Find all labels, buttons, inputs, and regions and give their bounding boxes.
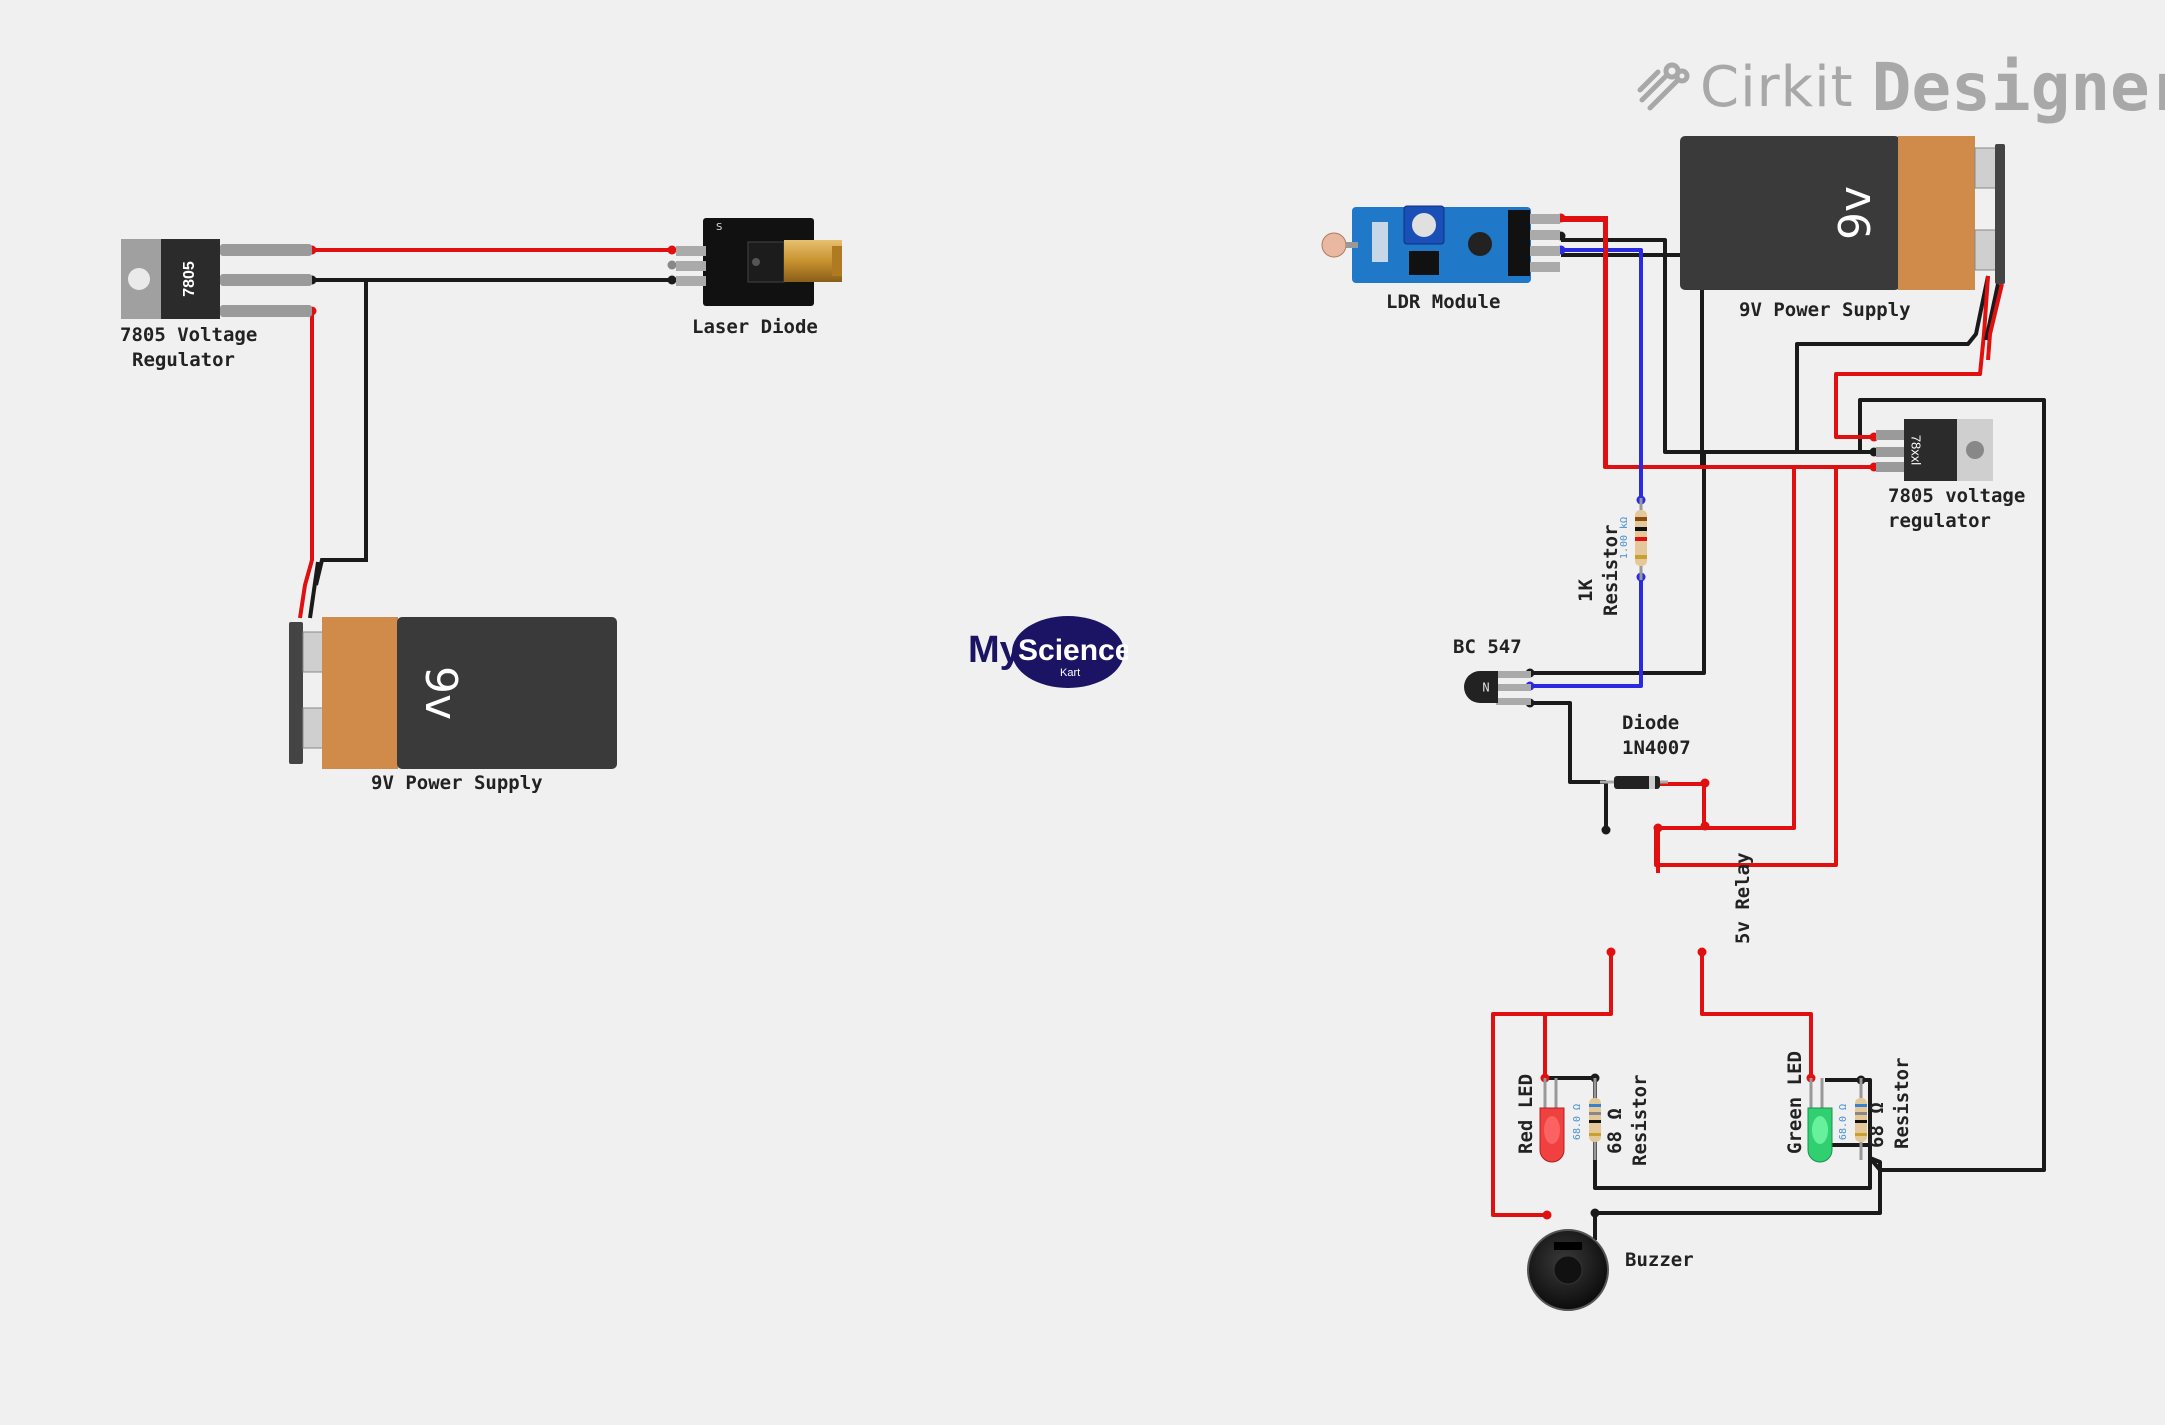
green-led[interactable] bbox=[1807, 1078, 1833, 1163]
red-led-resistor[interactable]: 68.0 Ω bbox=[1572, 1078, 1601, 1160]
svg-text:N: N bbox=[1482, 681, 1489, 695]
left-wires bbox=[298, 248, 672, 619]
label-red-led: Red LED bbox=[1515, 1073, 1537, 1154]
label-diode-2: 1N4007 bbox=[1622, 737, 1691, 759]
svg-text:Kart: Kart bbox=[1060, 667, 1080, 679]
label-diode-1: Diode bbox=[1622, 712, 1680, 734]
label-regulator-left-2: Regulator bbox=[132, 349, 235, 371]
battery-right-text: 9v bbox=[1830, 186, 1881, 240]
ldr-module[interactable] bbox=[1321, 205, 1560, 283]
label-1k-1: 1K bbox=[1575, 579, 1597, 602]
svg-text:68.0 Ω: 68.0 Ω bbox=[1572, 1104, 1583, 1140]
label-battery-left: 9V Power Supply bbox=[371, 772, 543, 794]
wire-black-battery bbox=[314, 280, 368, 586]
label-green-res-2: Resistor bbox=[1891, 1057, 1913, 1149]
red-led[interactable] bbox=[1539, 1078, 1565, 1163]
label-laser: Laser Diode bbox=[692, 316, 818, 338]
svg-text:My: My bbox=[968, 629, 1021, 671]
brand-prefix: Cirkit bbox=[1700, 54, 1854, 120]
label-red-res-2: Resistor bbox=[1629, 1074, 1651, 1166]
svg-text:68.0 Ω: 68.0 Ω bbox=[1838, 1104, 1849, 1140]
label-1k-2: Resistor bbox=[1600, 524, 1622, 616]
svg-text:1.00 kΩ: 1.00 kΩ bbox=[1619, 517, 1630, 559]
green-led-resistor[interactable]: 68.0 Ω bbox=[1838, 1078, 1867, 1160]
resistor-1k[interactable]: 1.00 kΩ bbox=[1619, 498, 1647, 580]
label-green-led: Green LED bbox=[1784, 1051, 1806, 1154]
label-bc547: BC 547 bbox=[1453, 636, 1522, 658]
wire-red-battery bbox=[298, 311, 314, 619]
label-ldr: LDR Module bbox=[1386, 291, 1501, 313]
label-battery-right: 9V Power Supply bbox=[1739, 299, 1911, 321]
label-buzzer: Buzzer bbox=[1625, 1249, 1694, 1271]
regulator-left[interactable]: 7805 bbox=[121, 239, 312, 319]
label-regulator-right-2: regulator bbox=[1888, 510, 1991, 532]
brand-suffix: Designer bbox=[1871, 48, 2165, 126]
regulator-right-chip: 78xxl bbox=[1909, 435, 1924, 465]
label-red-res-1: 68 Ω bbox=[1604, 1108, 1626, 1154]
label-regulator-left-1: 7805 Voltage bbox=[120, 324, 258, 346]
transistor-bc547[interactable]: N bbox=[1464, 671, 1531, 705]
myscience-kart-logo: My Science Kart bbox=[968, 616, 1128, 688]
diode-1n4007[interactable] bbox=[1600, 776, 1668, 789]
label-regulator-right-1: 7805 voltage bbox=[1888, 485, 2026, 507]
right-wires bbox=[1491, 218, 2046, 1240]
battery-left-text: 9v bbox=[415, 666, 466, 720]
battery-left[interactable]: 9v bbox=[289, 617, 617, 769]
cirkit-logo-icon bbox=[1637, 62, 1690, 111]
regulator-right[interactable]: 78xxl bbox=[1876, 419, 1993, 481]
cirkit-designer-brand: Cirkit Designer bbox=[1636, 49, 2165, 126]
laser-diode-module[interactable]: S bbox=[676, 218, 842, 306]
battery-right[interactable]: 9v bbox=[1680, 136, 2005, 290]
label-relay: 5v Relay bbox=[1732, 852, 1754, 944]
regulator-left-chip: 7805 bbox=[181, 261, 198, 297]
svg-text:S: S bbox=[716, 222, 722, 233]
buzzer[interactable] bbox=[1527, 1229, 1609, 1311]
svg-text:Science: Science bbox=[1018, 634, 1128, 667]
label-green-res-1: 68 Ω bbox=[1866, 1102, 1888, 1148]
